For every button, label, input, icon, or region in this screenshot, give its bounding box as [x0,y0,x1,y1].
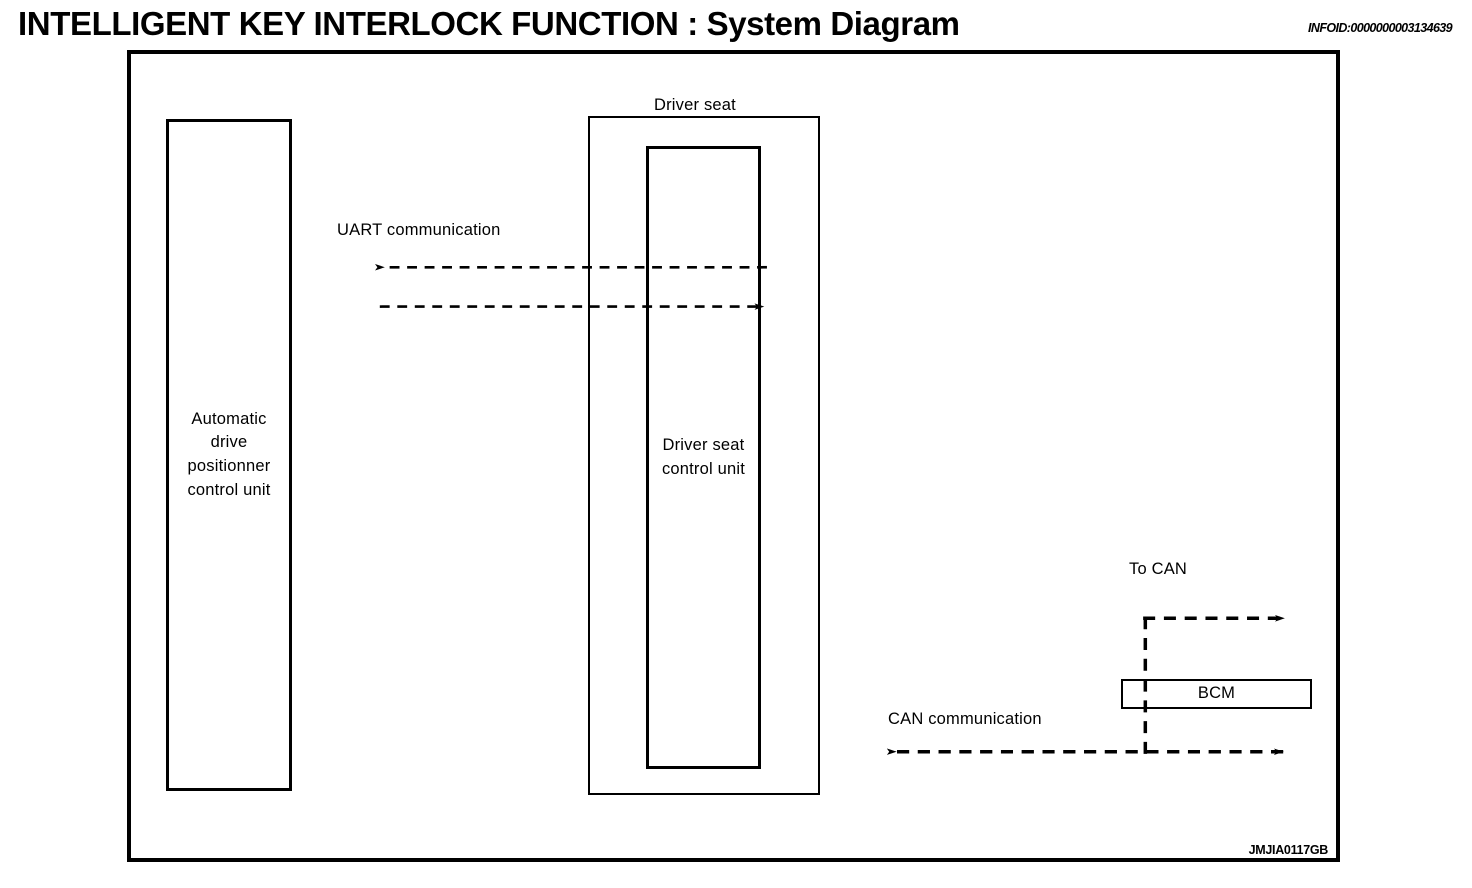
driver-seat-section-label: Driver seat [654,96,736,114]
adp-label-line-2: drive [210,433,248,452]
box-driver-seat-control-unit[interactable]: Driver seat control unit [646,146,761,769]
dscu-label-line-2: control unit [661,459,746,478]
can-communication-label: CAN communication [888,710,1042,728]
page-title: INTELLIGENT KEY INTERLOCK FUNCTION : Sys… [18,5,960,42]
to-can-label: To CAN [1129,560,1188,578]
box-bcm[interactable]: BCM [1121,679,1312,709]
diagram-frame: Driver seat Automatic drive positionner … [127,50,1340,862]
uart-communication-label: UART communication [337,221,501,239]
box-label-driver-seat-control-unit: Driver seat control unit [662,434,745,482]
adp-label-line-3: positionner [187,457,271,475]
box-label-bcm: BCM [1197,684,1236,703]
figure-code-label: JMJIA0117GB [1248,843,1329,857]
adp-label-line-1: Automatic [191,409,267,428]
adp-label-line-4: control unit [187,480,271,499]
infoid-label: INFOID:0000000003134639 [1308,21,1453,35]
box-label-adp-control-unit: Automatic drive positionner control unit [187,408,270,503]
driver-seat-enclosure [588,116,820,795]
dscu-label-line-1: Driver seat [662,435,745,454]
box-automatic-drive-positionner-control-unit[interactable]: Automatic drive positionner control unit [166,119,292,791]
